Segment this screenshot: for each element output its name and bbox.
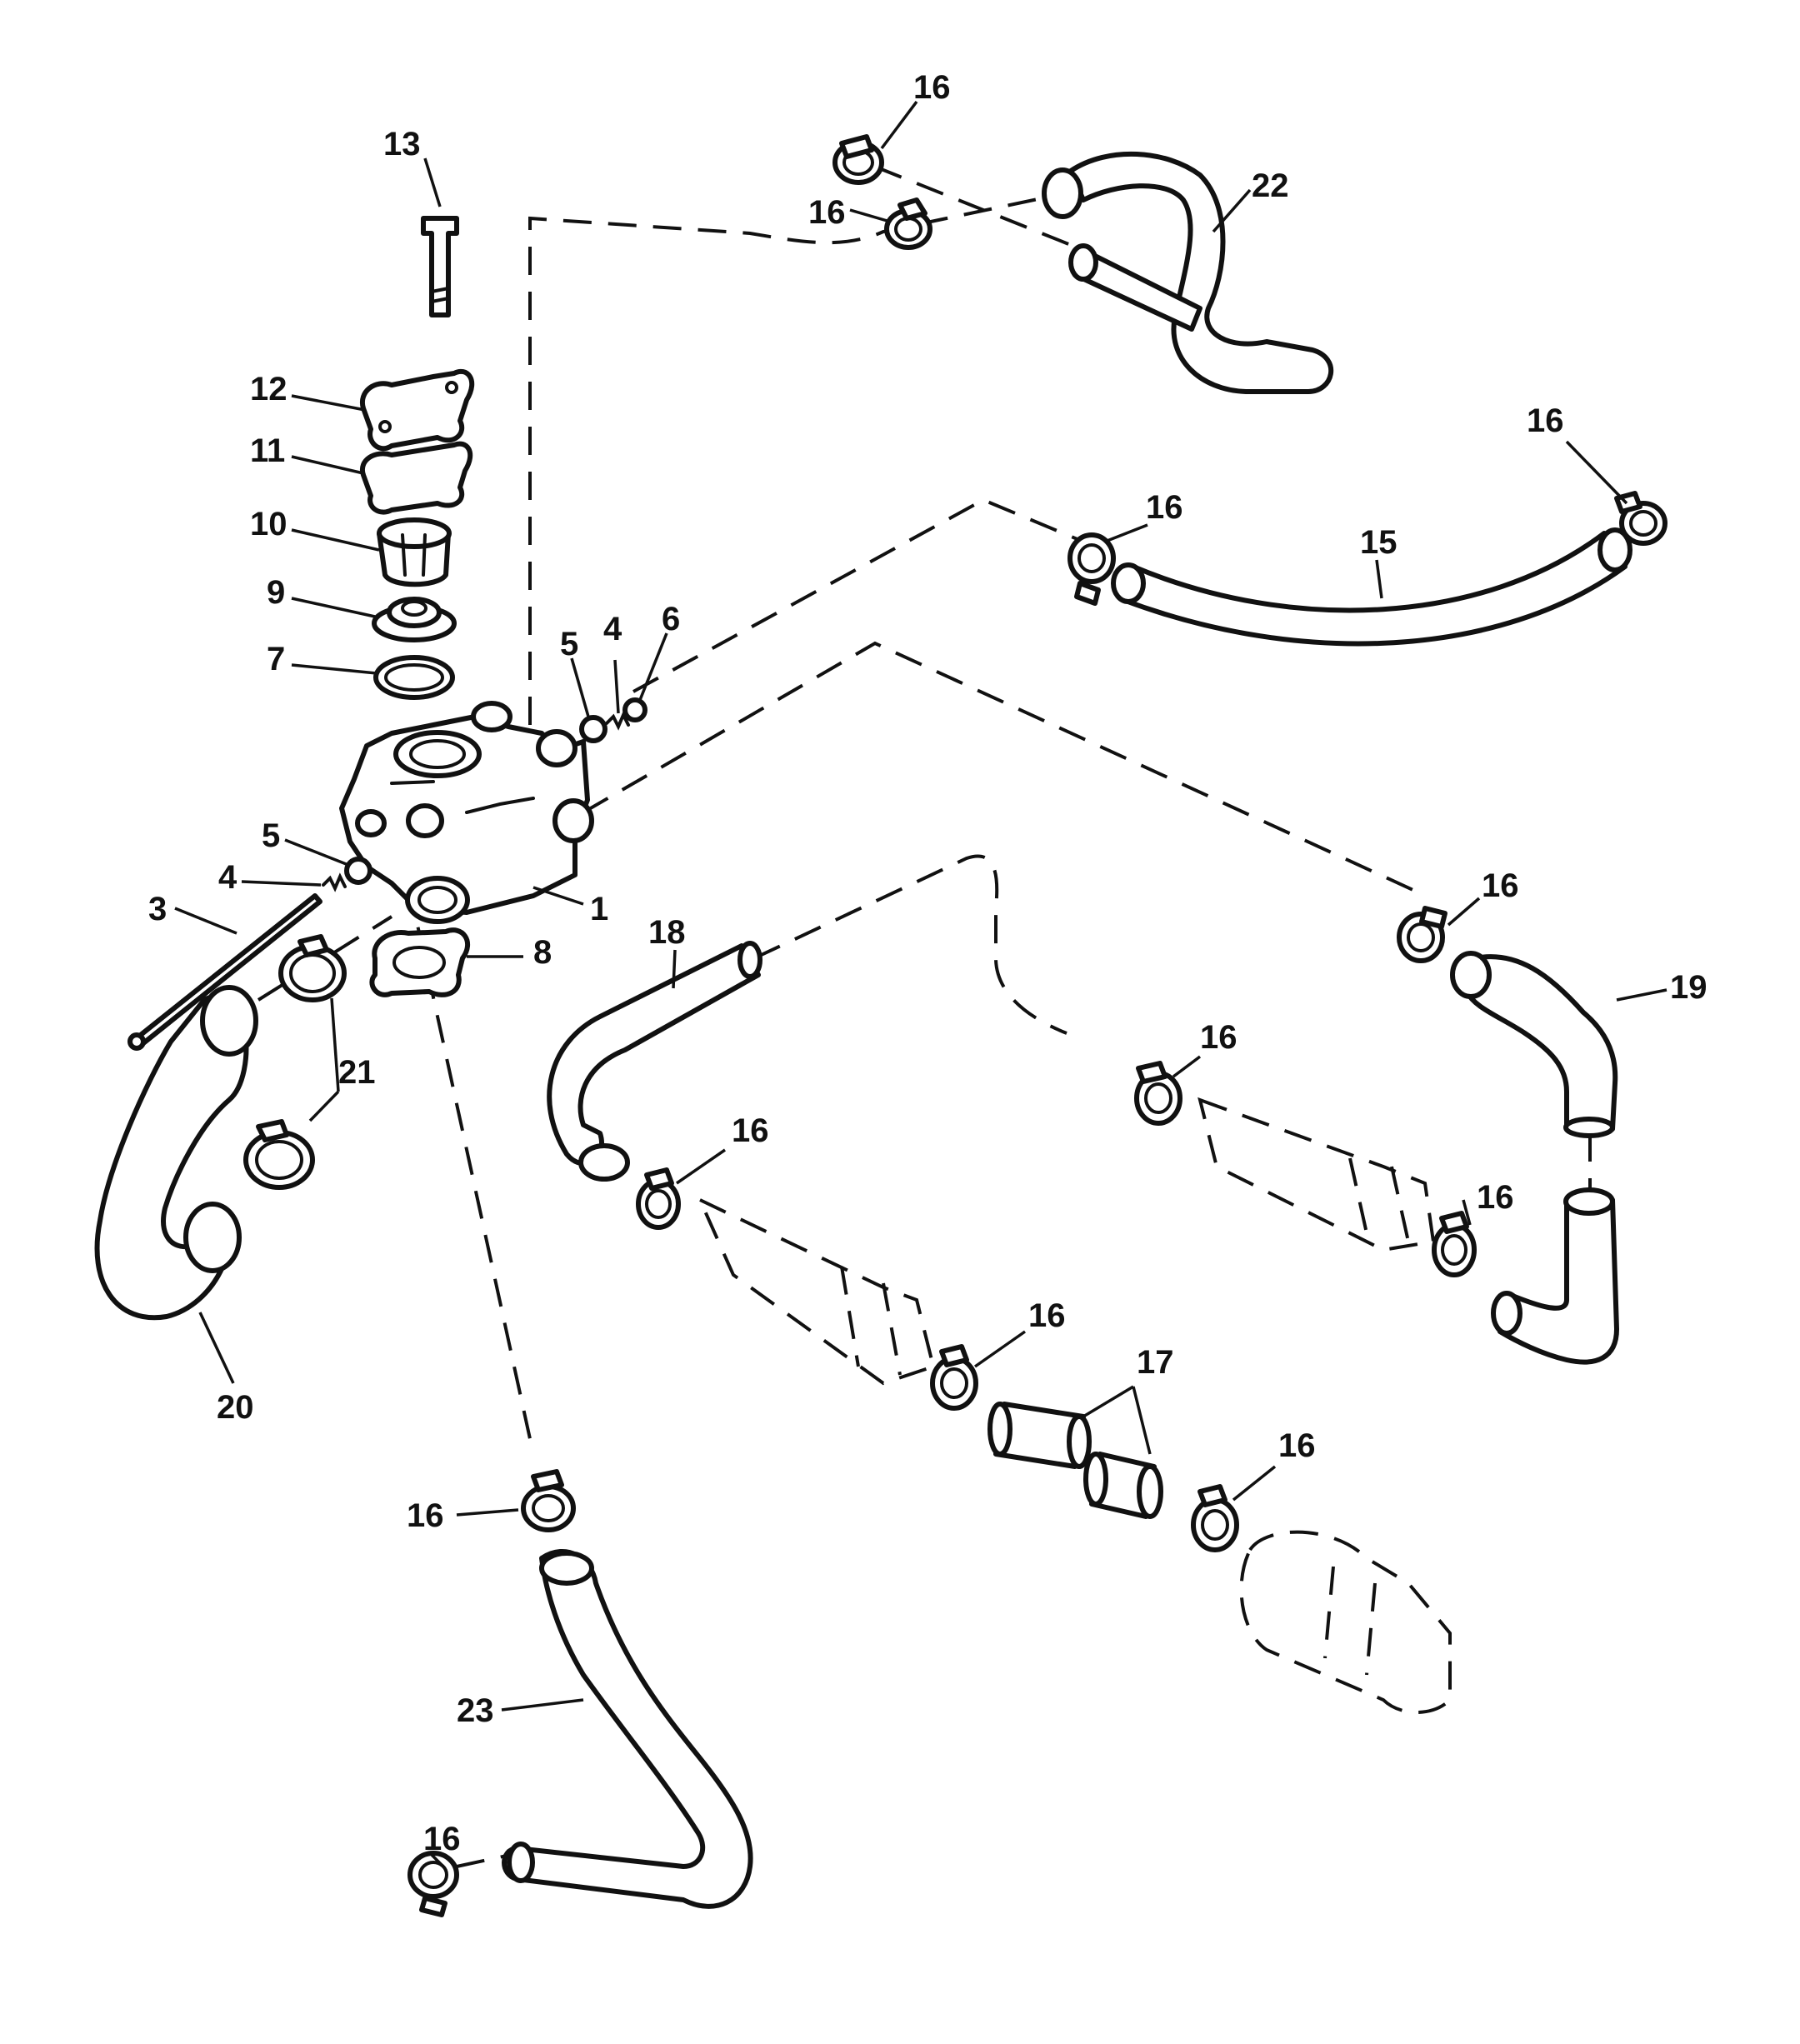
label-part-9: 9 xyxy=(267,574,285,611)
phantom-cooler-upper xyxy=(1198,1097,1436,1252)
dash-housing-to-hose-19 xyxy=(582,641,1418,893)
clamp-21-lower xyxy=(243,1119,315,1190)
dash-clamp-16-to-hose-22 xyxy=(874,165,1084,252)
clamp-16-l xyxy=(408,1851,459,1917)
label-part-4-upper: 4 xyxy=(603,611,622,647)
thermostat-cover-12 xyxy=(359,368,475,452)
hose-23 xyxy=(502,1548,753,1909)
part-labels: 13 12 11 10 9 7 5 4 6 5 4 3 1 8 21 20 16… xyxy=(148,69,1708,1857)
label-part-22: 22 xyxy=(1252,167,1289,204)
label-part-12: 12 xyxy=(250,371,288,407)
spring-lower-4 xyxy=(322,872,347,892)
clamp-16-a xyxy=(832,134,884,185)
sleeve-10 xyxy=(377,517,452,587)
label-part-5-lower: 5 xyxy=(262,817,280,854)
label-part-11: 11 xyxy=(250,432,285,469)
clamp-16-j xyxy=(1191,1484,1239,1552)
dash-hose-18-to-cooler xyxy=(753,854,1068,1035)
clamp-16-f xyxy=(1134,1061,1182,1126)
label-part-16-j: 16 xyxy=(1278,1427,1316,1464)
label-part-16-k: 16 xyxy=(407,1497,444,1534)
clamp-16-c xyxy=(1068,532,1116,606)
label-part-18: 18 xyxy=(648,914,686,951)
dash-fitting-to-hose-15 xyxy=(632,497,1084,693)
hose-17-b xyxy=(1083,1452,1163,1519)
label-part-10: 10 xyxy=(250,506,288,542)
label-part-16-b: 16 xyxy=(808,194,846,231)
label-part-20: 20 xyxy=(217,1389,254,1426)
label-part-7: 7 xyxy=(267,641,285,677)
dash-housing-to-hose-22 xyxy=(528,197,1042,725)
check-ball-upper-5 xyxy=(579,715,608,743)
label-part-4-lower: 4 xyxy=(218,859,238,896)
hose-17-a xyxy=(988,1402,1092,1469)
thermostat-9 xyxy=(372,597,457,642)
label-part-15: 15 xyxy=(1360,524,1398,561)
label-part-16-f: 16 xyxy=(1200,1019,1238,1056)
label-part-17: 17 xyxy=(1137,1344,1174,1381)
rod-3 xyxy=(128,893,322,1051)
gasket-8 xyxy=(369,927,470,997)
clamp-16-g xyxy=(636,1167,681,1230)
label-part-16-c: 16 xyxy=(1146,489,1183,526)
clamp-16-b xyxy=(884,197,932,250)
label-part-13: 13 xyxy=(383,126,421,162)
label-part-6: 6 xyxy=(662,601,680,637)
label-part-3: 3 xyxy=(148,891,167,927)
label-part-5-upper: 5 xyxy=(560,626,578,662)
clamp-16-e xyxy=(1397,906,1448,963)
hose-20 xyxy=(94,985,258,1321)
clamp-16-i xyxy=(930,1344,978,1411)
label-part-1: 1 xyxy=(590,891,608,927)
spring-upper-4 xyxy=(605,711,630,731)
plug-6 xyxy=(622,697,648,722)
label-part-8: 8 xyxy=(533,934,552,971)
label-part-21: 21 xyxy=(338,1054,376,1091)
phantom-cooler-lower xyxy=(696,1196,936,1386)
label-part-16-a: 16 xyxy=(913,69,951,106)
clamp-16-h xyxy=(1432,1211,1477,1277)
gasket-11 xyxy=(359,441,472,515)
check-ball-lower-5 xyxy=(344,857,372,885)
tube-22 xyxy=(1042,151,1334,394)
leader-lines xyxy=(174,100,1668,1867)
label-part-19: 19 xyxy=(1670,969,1708,1006)
label-part-16-g: 16 xyxy=(732,1112,769,1149)
label-part-16-i: 16 xyxy=(1028,1297,1066,1334)
hose-19 xyxy=(1450,951,1619,1365)
hose-18 xyxy=(547,941,762,1182)
label-part-23: 23 xyxy=(457,1692,494,1729)
label-part-16-l: 16 xyxy=(423,1821,461,1857)
bolt-13 xyxy=(421,216,459,317)
water-housing-1 xyxy=(339,701,594,924)
label-part-16-h: 16 xyxy=(1477,1179,1514,1216)
phantom-seawater-pump xyxy=(1239,1530,1452,1714)
clamp-16-k xyxy=(521,1469,576,1532)
o-ring-7 xyxy=(373,655,455,700)
hose-15 xyxy=(1111,527,1632,647)
dash-hose-20-to-clamp-21 xyxy=(257,915,393,1002)
clamp-21-upper xyxy=(278,934,347,1002)
label-part-16-e: 16 xyxy=(1482,867,1519,904)
label-part-16-d: 16 xyxy=(1527,402,1564,439)
